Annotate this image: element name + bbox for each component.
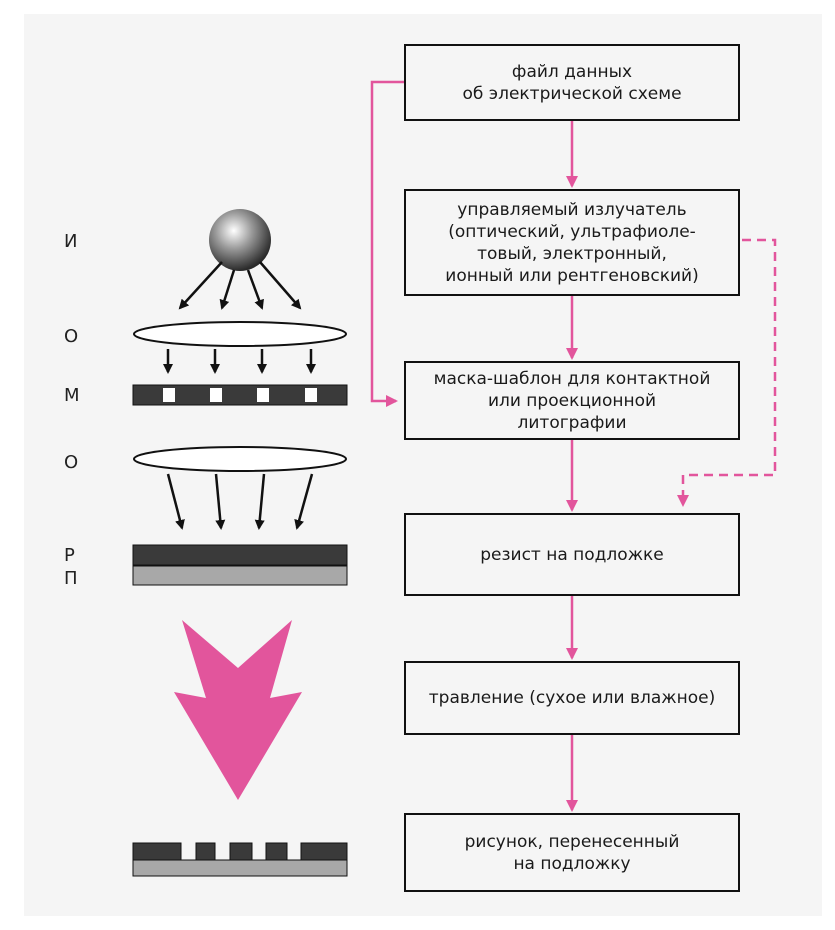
resist-substrate: [132, 544, 348, 586]
mask-bar: [132, 384, 348, 406]
label-mask: М: [64, 385, 80, 406]
box-data-file: файл данных об электрической схеме: [404, 44, 740, 121]
box-pattern: рисунок, перенесенный на подложку: [404, 813, 740, 892]
lens-ellipse-icon: [133, 321, 347, 347]
big-down-arrow-icon: [174, 620, 302, 800]
label-resist: Р: [64, 545, 75, 566]
lens-rays-1: [163, 349, 316, 374]
label-optics-1: О: [64, 326, 79, 347]
box-emitter: управляемый излучатель (оптический, ульт…: [404, 189, 740, 296]
box-etching: травление (сухое или влажное): [404, 661, 740, 735]
label-source: И: [64, 231, 78, 252]
bypass-arrow-dashed: [677, 238, 777, 507]
label-optics-2: О: [64, 452, 79, 473]
lens-ellipse-icon: [133, 446, 347, 472]
source-rays: [178, 261, 302, 310]
label-substrate: П: [64, 568, 78, 589]
lens-rays-2: [166, 473, 314, 530]
sphere-source-icon: [209, 209, 271, 271]
box-resist: резист на подложке: [404, 513, 740, 596]
bypass-arrow-solid: [370, 80, 404, 407]
patterned-substrate: [132, 842, 348, 877]
box-mask-template: маска-шаблон для контактной или проекцио…: [404, 361, 740, 440]
